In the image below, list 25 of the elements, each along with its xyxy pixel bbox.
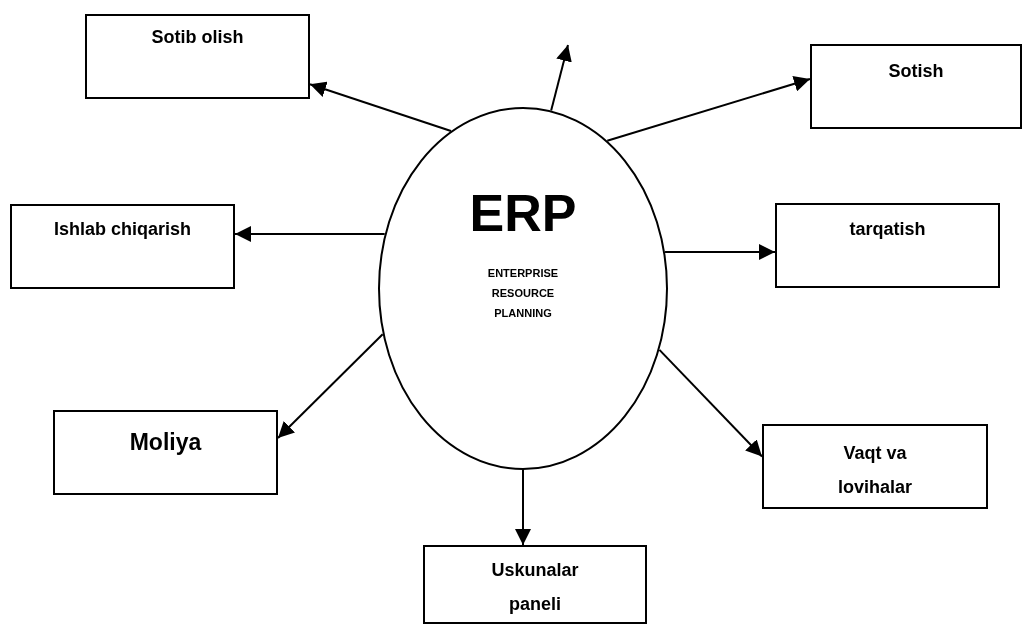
node-title: Sotish — [887, 60, 945, 83]
process-box — [53, 410, 278, 495]
ellipse-node — [378, 107, 668, 470]
arrow — [515, 469, 531, 546]
arrow — [606, 76, 811, 142]
node-title: Vaqt va lovihalar — [837, 442, 913, 500]
process-box — [775, 203, 1000, 288]
arrow — [658, 348, 763, 458]
process-box — [85, 14, 310, 99]
node-title: Sotib olish — [150, 26, 245, 49]
node-title: ERP — [468, 185, 578, 243]
node-subtitle: ENTERPRISE RESOURCE PLANNING — [486, 266, 560, 321]
node-title: Moliya — [128, 428, 203, 457]
node-title: tarqatish — [848, 218, 927, 241]
node-title: Ishlab chiqarish — [52, 218, 192, 241]
node-title: Uskunalar paneli — [490, 559, 580, 617]
process-box — [810, 44, 1022, 129]
arrow — [234, 226, 386, 242]
process-box — [762, 424, 988, 509]
arrow — [550, 44, 572, 112]
process-box — [423, 545, 647, 624]
arrow — [664, 244, 776, 260]
arrow — [309, 81, 452, 132]
arrow — [277, 333, 384, 440]
process-box — [10, 204, 235, 289]
